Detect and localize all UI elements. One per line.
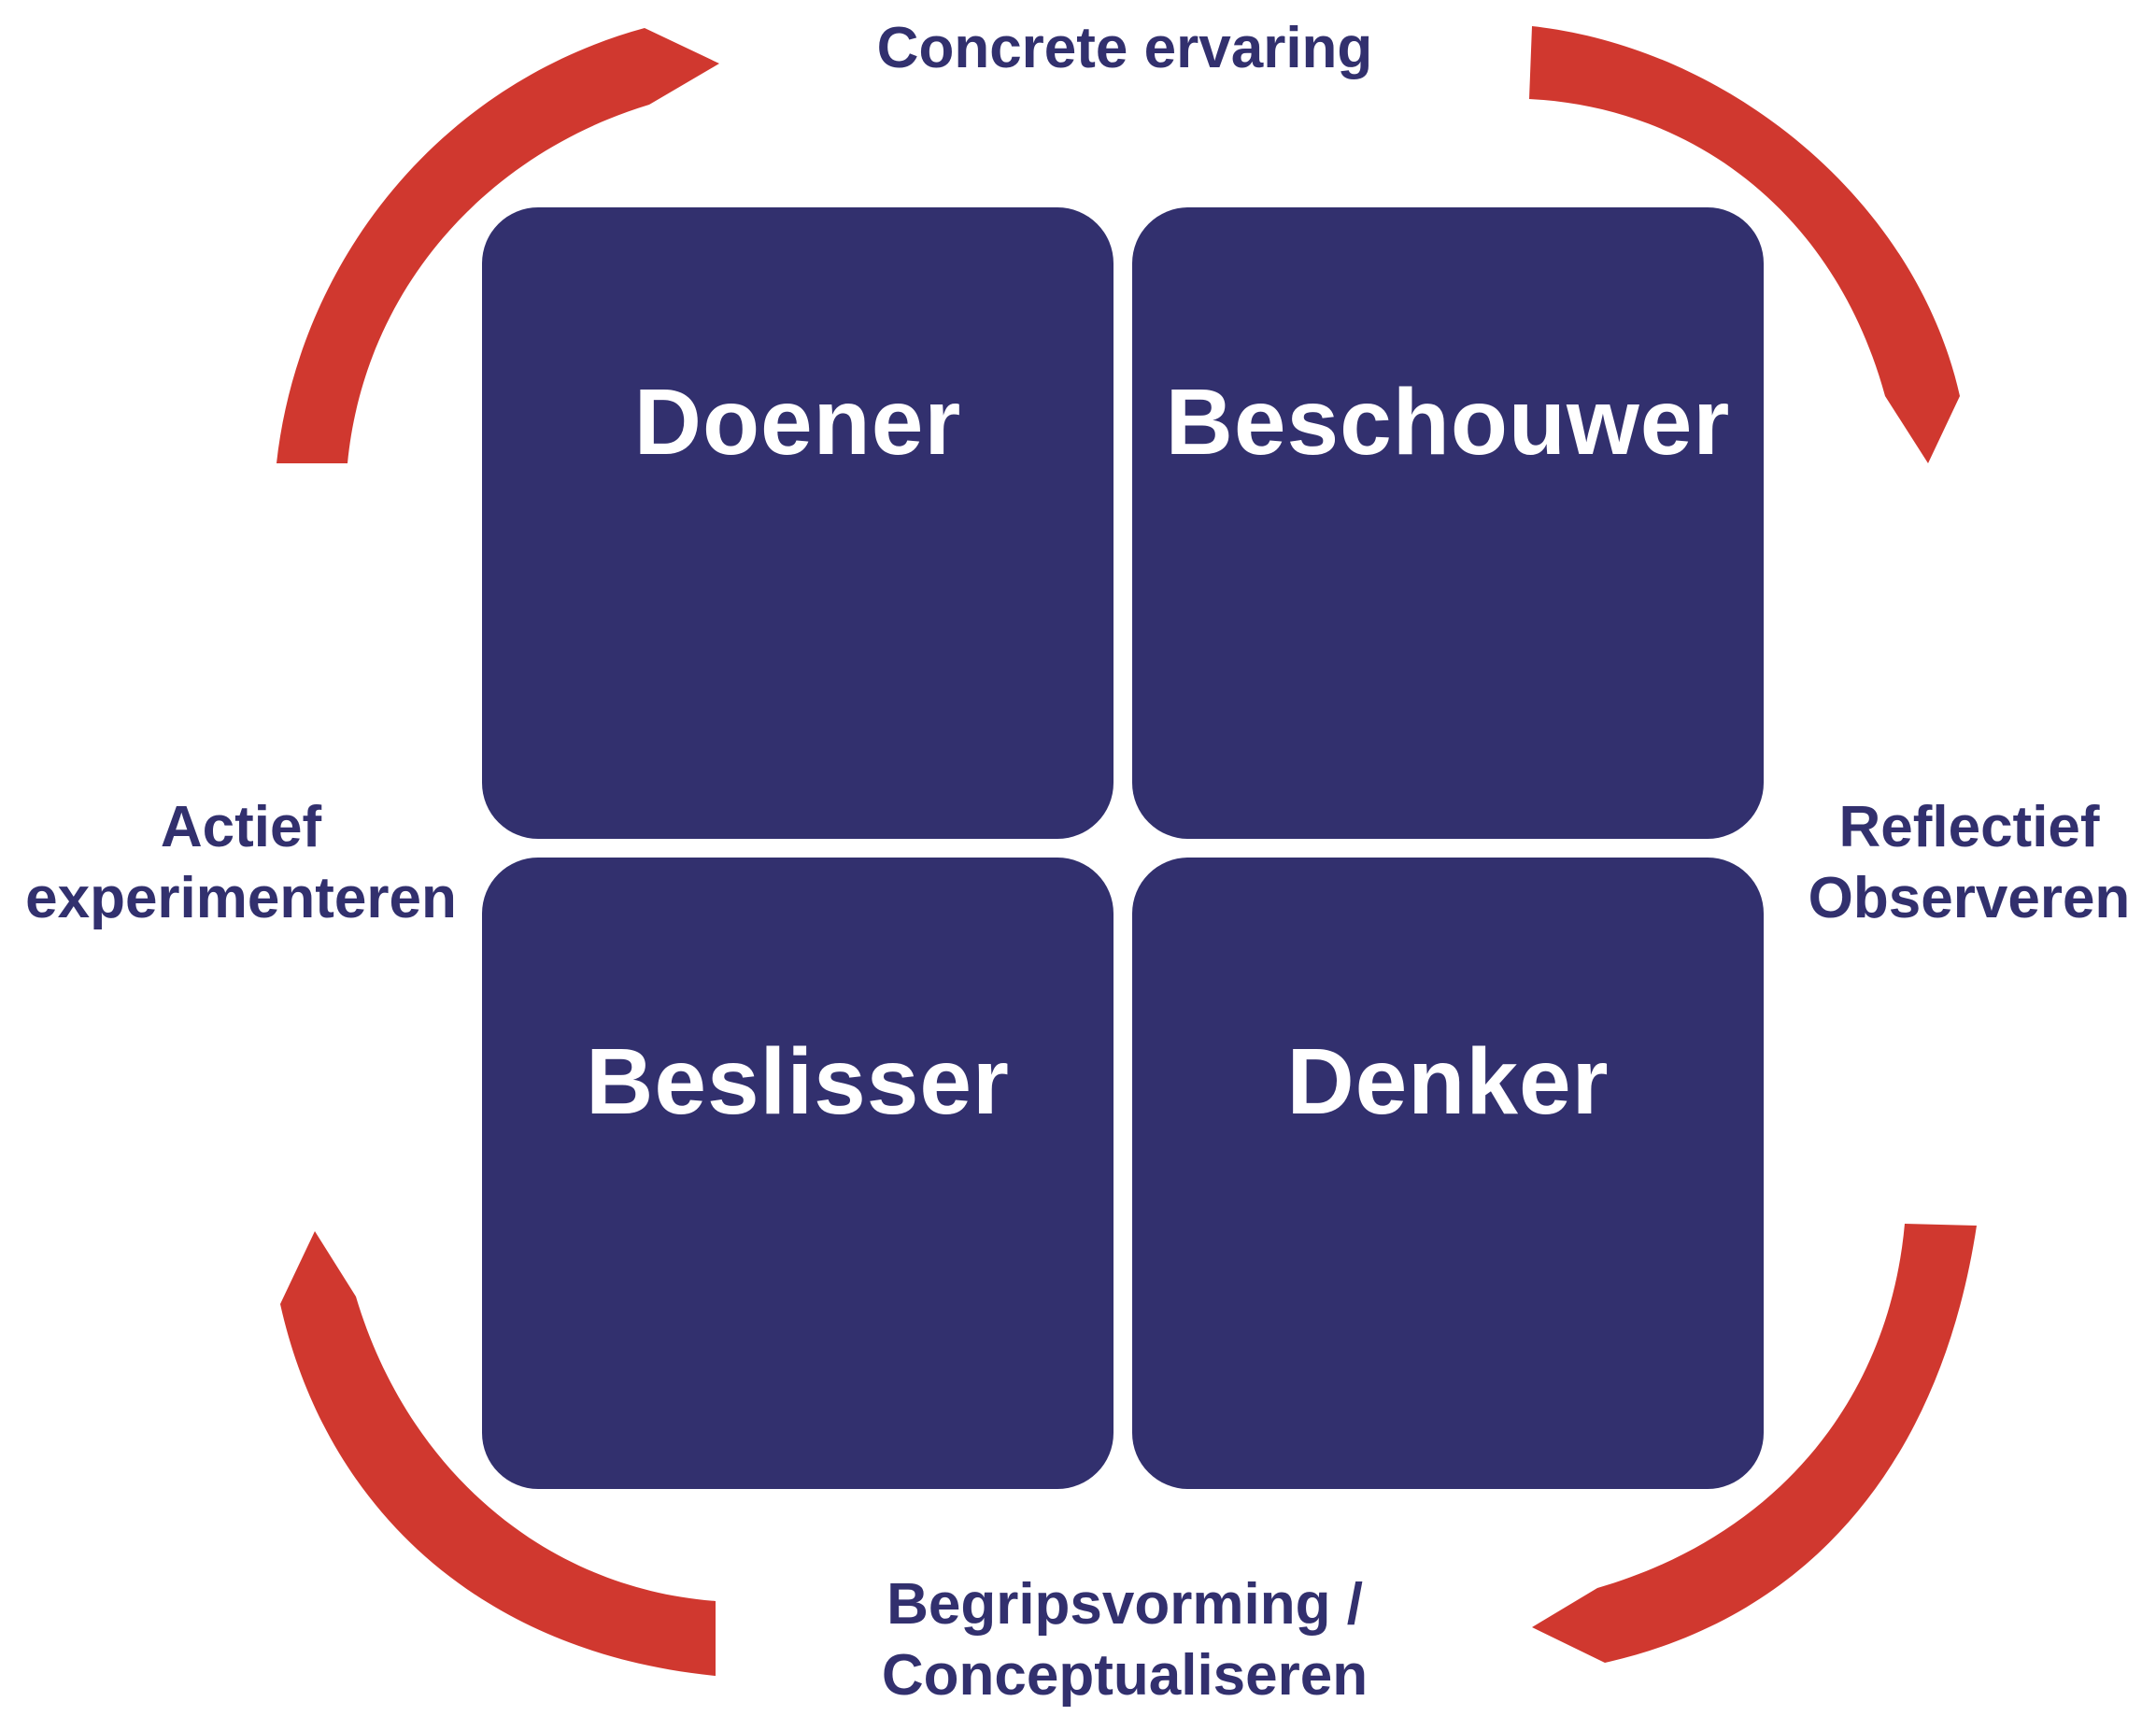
stage-label-bottom-line-1: Begripsvorming /	[887, 1572, 1363, 1637]
quadrant-denker: Denker	[1132, 858, 1764, 1489]
arrow-concrete-to-reflectief	[1529, 26, 1960, 463]
stage-label-top-line-1: Concrete ervaring	[876, 16, 1373, 80]
stage-label-left-line-1: Actief	[160, 795, 322, 859]
stage-label-reflectief-observeren: Reflectief Observeren	[1782, 792, 2156, 934]
quadrant-label-beslisser: Beslisser	[586, 1028, 1010, 1134]
stage-label-begripsvorming: Begripsvorming / Conceptualiseren	[798, 1569, 1452, 1711]
stage-label-bottom-line-2: Conceptualiseren	[881, 1643, 1369, 1708]
stage-label-concrete-ervaring: Concrete ervaring	[798, 13, 1452, 84]
stage-label-left-line-2: experimenteren	[25, 866, 457, 930]
quadrant-beschouwer: Beschouwer	[1132, 207, 1764, 839]
arrow-begrip-to-actief	[280, 1231, 716, 1676]
stage-label-right-line-2: Observeren	[1808, 866, 2131, 930]
quadrant-label-doener: Doener	[633, 369, 962, 475]
quadrant-doener: Doener	[482, 207, 1113, 839]
quadrant-beslisser: Beslisser	[482, 858, 1113, 1489]
quadrant-label-beschouwer: Beschouwer	[1165, 369, 1731, 475]
arrow-actief-to-concrete	[277, 28, 719, 463]
stage-label-actief-experimenteren: Actief experimenteren	[0, 792, 482, 934]
arrow-reflectief-to-begrip	[1532, 1224, 1977, 1663]
quadrant-label-denker: Denker	[1286, 1028, 1610, 1134]
stage-label-right-line-1: Reflectief	[1838, 795, 2100, 859]
